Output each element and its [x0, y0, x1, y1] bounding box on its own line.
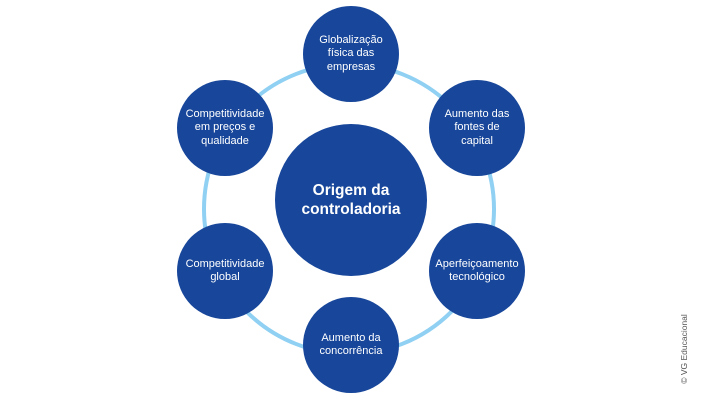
node-globalizacao: Globalização física das empresas [303, 6, 399, 102]
node-competitividade-precos: Competitividade em preços e qualidade [177, 80, 273, 176]
node-label: Aumento das fontes de capital [444, 107, 510, 147]
node-label: Aumento da concorrência [319, 331, 383, 358]
node-competitividade-global: Competitividade global [177, 223, 273, 319]
node-concorrencia: Aumento da concorrência [303, 297, 399, 393]
center-label: Origem da controladoria [301, 182, 401, 218]
center-node: Origem da controladoria [275, 124, 427, 276]
node-aperfeicoamento: Aperfeiçoamento tecnológico [429, 223, 525, 319]
node-label: Globalização física das empresas [319, 33, 383, 73]
node-fontes-capital: Aumento das fontes de capital [429, 80, 525, 176]
node-label: Competitividade em preços e qualidade [185, 107, 265, 147]
node-label: Competitividade global [185, 257, 265, 284]
copyright-credit: © VG Educacional [679, 314, 689, 384]
node-label: Aperfeiçoamento tecnológico [435, 257, 519, 284]
